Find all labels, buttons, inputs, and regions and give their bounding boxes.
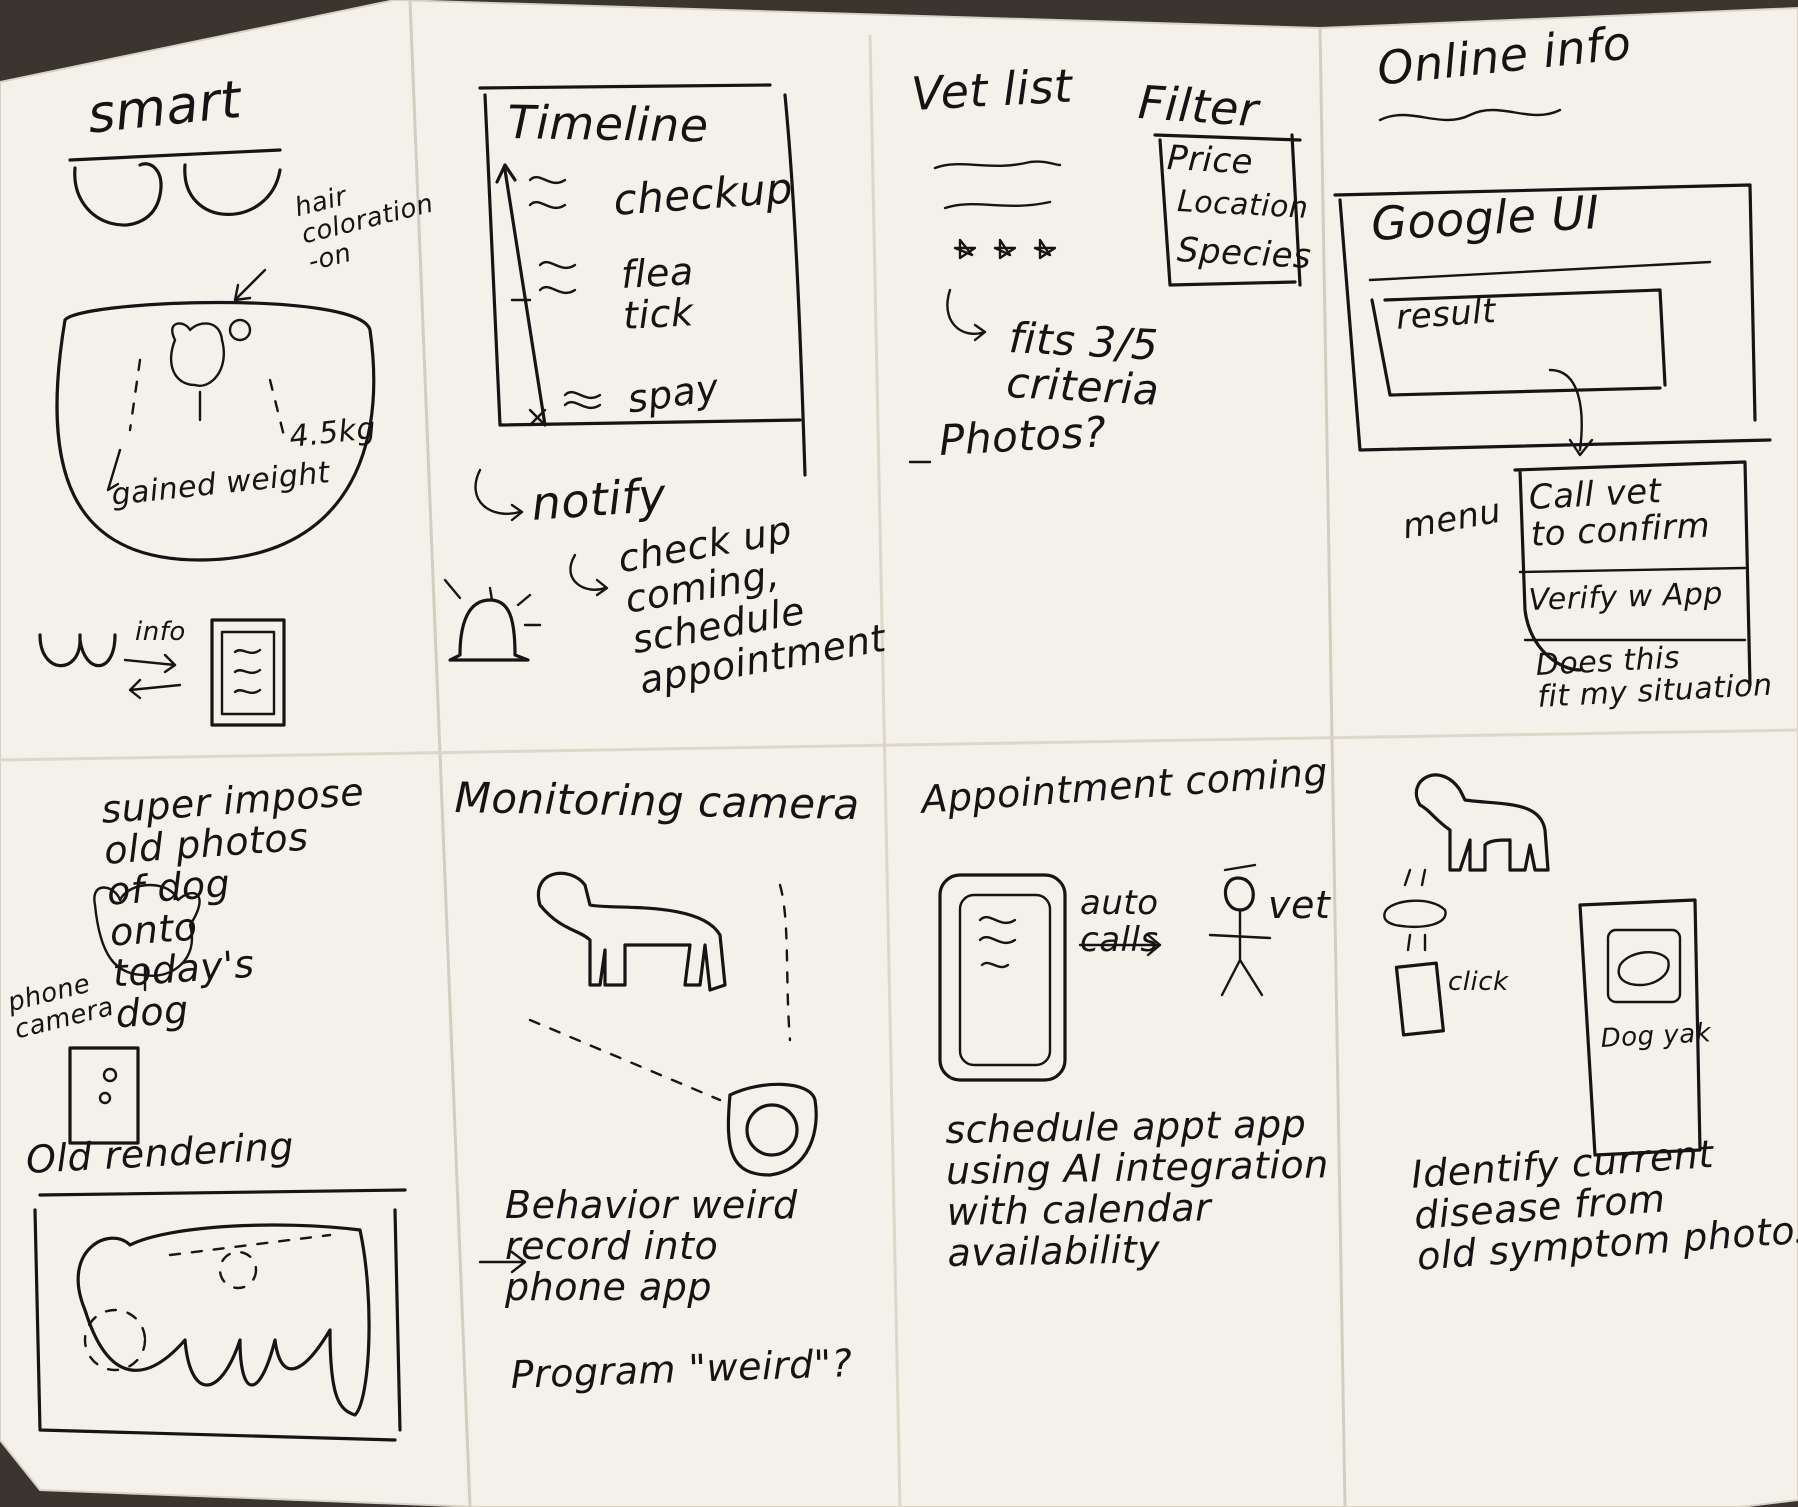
filter-option-species: Species bbox=[1176, 230, 1313, 277]
sync-info-label: info bbox=[135, 617, 186, 647]
filter-box bbox=[1153, 133, 1302, 287]
menu-item-verify-app: Verify w App bbox=[1527, 576, 1724, 618]
identify-disease-note: Identify current disease from old sympto… bbox=[1409, 1131, 1798, 1279]
vet-label: vet bbox=[1268, 883, 1331, 927]
behavior-note: Behavior weird record into phone app bbox=[505, 1183, 798, 1310]
appointment-drawing bbox=[938, 863, 1272, 1082]
menu-item-call-vet: Call vet to confirm bbox=[1527, 471, 1712, 555]
glasses-phone-sync bbox=[38, 618, 286, 727]
bell-icon bbox=[443, 578, 542, 662]
vet-list-title: Vet list bbox=[909, 58, 1074, 121]
timeline-frame bbox=[478, 83, 807, 477]
schedule-ai-note: schedule appt app using AI integration w… bbox=[944, 1101, 1330, 1276]
online-info-drawing bbox=[1333, 108, 1772, 687]
monitoring-drawing bbox=[478, 871, 818, 1274]
superimpose-note: super impose old photos of dog onto toda… bbox=[99, 769, 366, 1037]
auto-calls-label: auto calls bbox=[1080, 883, 1159, 960]
photos-note: Photos? bbox=[937, 407, 1108, 465]
smart-glasses-drawing bbox=[68, 148, 282, 227]
fits-criteria-note: fits 3/5 criteria bbox=[1005, 313, 1161, 416]
filter-option-location: Location bbox=[1176, 184, 1310, 226]
fold-line-2 bbox=[868, 34, 902, 1507]
notify-label: notify bbox=[529, 467, 668, 531]
click-label: click bbox=[1448, 967, 1509, 997]
google-ui-label: Google UI bbox=[1369, 185, 1601, 251]
fold-line-horizontal bbox=[0, 728, 1798, 762]
result-label: result bbox=[1394, 291, 1498, 338]
monitoring-title: Monitoring camera bbox=[454, 773, 861, 830]
notify-arrow bbox=[474, 468, 524, 522]
superimpose-drawing bbox=[33, 883, 407, 1442]
pet-lens-view bbox=[55, 268, 376, 562]
menu-item-fit-situation: Does this fit my situation bbox=[1534, 640, 1774, 716]
dog-yak-label: Dog yak bbox=[1599, 1018, 1712, 1054]
timeline-item-flea-tick: flea tick bbox=[619, 249, 695, 338]
timeline-title: Timeline bbox=[507, 95, 710, 153]
filter-title: Filter bbox=[1136, 75, 1261, 138]
fold-line-3 bbox=[1318, 27, 1347, 1507]
checkup-arrow bbox=[569, 553, 609, 597]
disease-drawing bbox=[1383, 773, 1702, 1157]
filter-option-price: Price bbox=[1166, 138, 1255, 183]
vet-list-lines bbox=[908, 160, 1062, 464]
